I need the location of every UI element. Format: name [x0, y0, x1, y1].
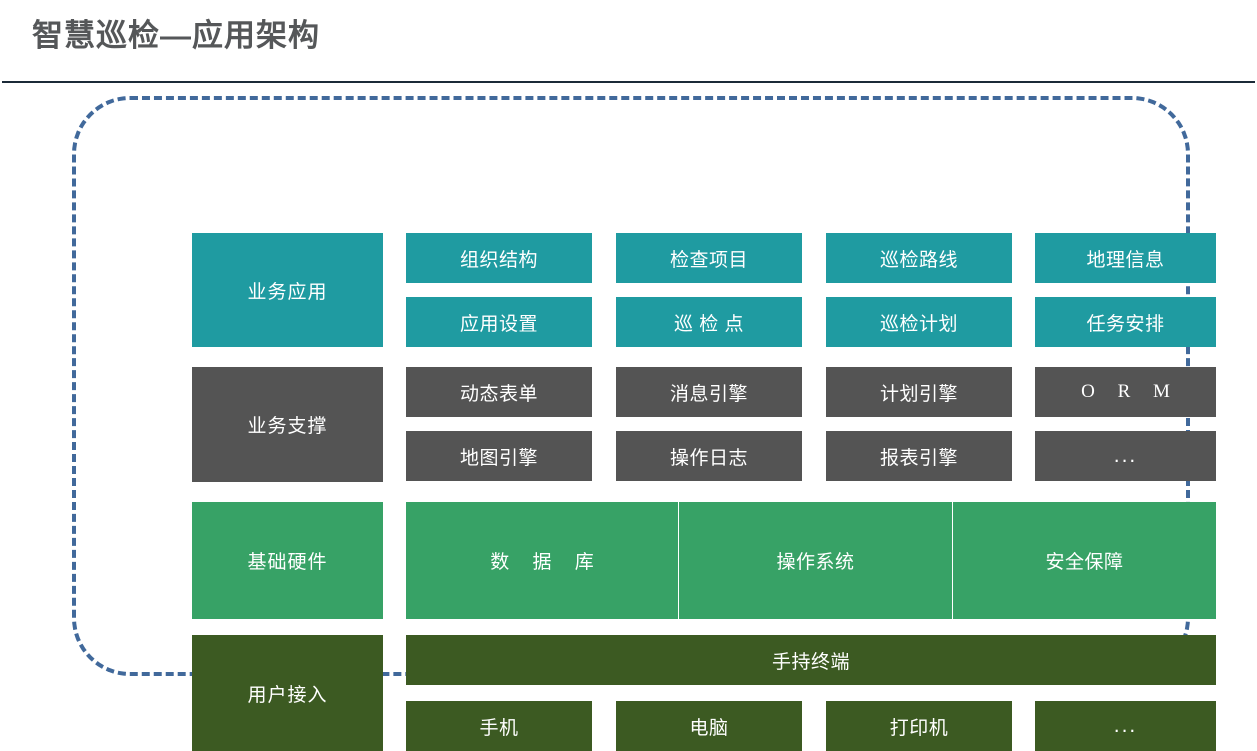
cell-inspection-item[interactable]: 检查项目	[616, 233, 802, 283]
band-label-user-access: 用户接入	[192, 635, 383, 751]
cell-dynamic-form[interactable]: 动态表单	[406, 367, 592, 417]
band-business-application: 业务应用 组织结构 检查项目 巡检路线 地理信息 应用设置 巡 检 点 巡检计划…	[192, 233, 1216, 347]
architecture-frame: 业务应用 组织结构 检查项目 巡检路线 地理信息 应用设置 巡 检 点 巡检计划…	[72, 96, 1216, 751]
cell-mobile-phone[interactable]: 手机	[406, 701, 592, 751]
band-user-access: 用户接入 手持终端 手机 电脑 打印机 ...	[192, 635, 1216, 751]
cell-organization-structure[interactable]: 组织结构	[406, 233, 592, 283]
cell-message-engine[interactable]: 消息引擎	[616, 367, 802, 417]
cell-task-arrangement[interactable]: 任务安排	[1035, 297, 1216, 347]
cell-database[interactable]: 数 据 库	[406, 502, 678, 619]
cell-report-engine[interactable]: 报表引擎	[826, 431, 1012, 481]
cell-geographic-information[interactable]: 地理信息	[1035, 233, 1216, 283]
band-label-business-application: 业务应用	[192, 233, 383, 347]
cell-map-engine[interactable]: 地图引擎	[406, 431, 592, 481]
cell-inspection-route[interactable]: 巡检路线	[826, 233, 1012, 283]
cell-orm[interactable]: O R M	[1035, 367, 1216, 417]
cell-plan-engine[interactable]: 计划引擎	[826, 367, 1012, 417]
cell-handheld-terminal[interactable]: 手持终端	[406, 635, 1216, 685]
page-title: 智慧巡检—应用架构	[32, 18, 320, 53]
cell-computer[interactable]: 电脑	[616, 701, 802, 751]
cell-support-more[interactable]: ...	[1035, 431, 1216, 481]
band-business-support: 业务支撑 动态表单 消息引擎 计划引擎 O R M 地图引擎 操作日志 报表引擎…	[192, 367, 1216, 482]
cell-security-assurance[interactable]: 安全保障	[953, 502, 1216, 619]
cell-user-access-more[interactable]: ...	[1035, 701, 1216, 751]
band-infrastructure: 基础硬件 数 据 库 操作系统 安全保障	[192, 502, 1216, 619]
band-label-infrastructure: 基础硬件	[192, 502, 383, 619]
cell-operating-system[interactable]: 操作系统	[679, 502, 952, 619]
cell-inspection-plan[interactable]: 巡检计划	[826, 297, 1012, 347]
cell-application-settings[interactable]: 应用设置	[406, 297, 592, 347]
cell-operation-log[interactable]: 操作日志	[616, 431, 802, 481]
title-divider	[2, 81, 1255, 83]
band-label-business-support: 业务支撑	[192, 367, 383, 482]
cell-printer[interactable]: 打印机	[826, 701, 1012, 751]
cell-inspection-point[interactable]: 巡 检 点	[616, 297, 802, 347]
